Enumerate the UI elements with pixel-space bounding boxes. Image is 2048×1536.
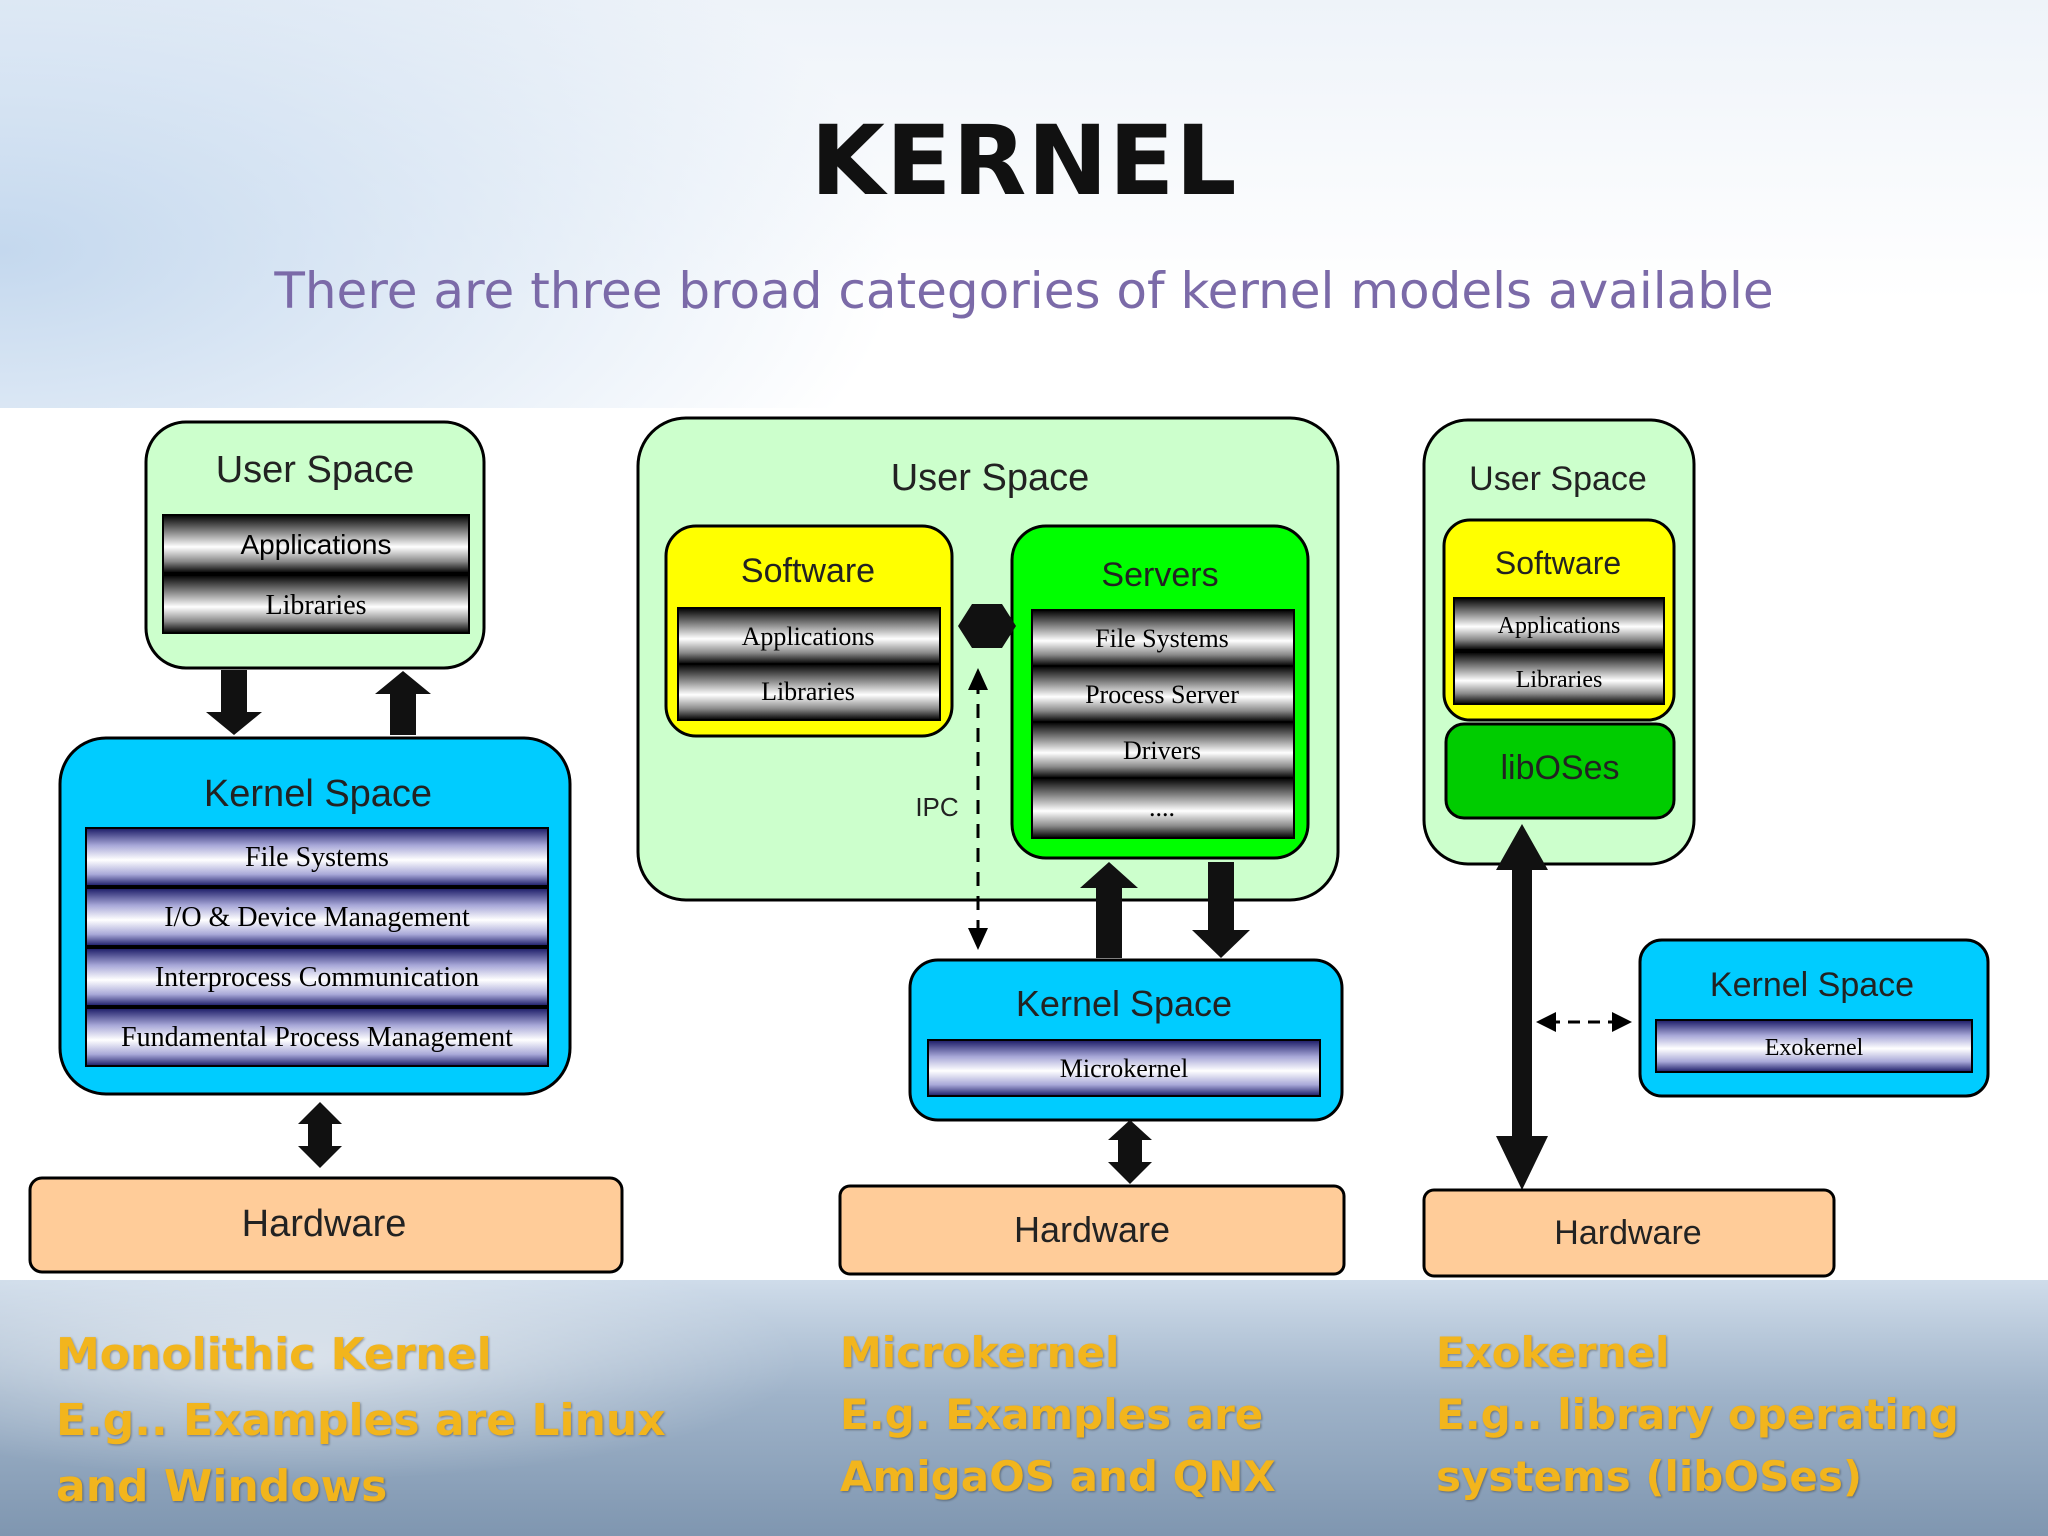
microkernel-caption-line-2: AmigaOS and QNX (840, 1452, 1276, 1501)
mono-process-mgmt-label: Fundamental Process Management (121, 1022, 513, 1053)
micro-software-label: Software (741, 552, 875, 590)
mono-process-mgmt-layer (85, 1007, 549, 1067)
exo-libraries-layer (1453, 651, 1665, 705)
micro-up-arrow (1080, 862, 1138, 958)
micro-servers-label: Servers (1101, 556, 1218, 594)
micro-microkernel-label: Microkernel (1060, 1054, 1189, 1083)
exo-libos-label: libOSes (1500, 749, 1619, 787)
exo-dashed-arrowhead-left (1536, 1012, 1556, 1032)
mono-libraries-layer (162, 574, 470, 634)
monolithic-caption: Monolithic Kernel E.g.. Examples are Lin… (56, 1322, 666, 1520)
exo-applications-layer (1453, 597, 1665, 651)
exokernel-caption-line-2: systems (libOSes) (1436, 1452, 1863, 1501)
mono-down-arrow (206, 670, 262, 735)
mono-io-label: I/O & Device Management (164, 902, 470, 933)
exokernel-caption-line-1: E.g.. library operating (1436, 1390, 1959, 1439)
micro-ipc-label: IPC (915, 792, 958, 822)
micro-more-layer (1031, 777, 1295, 839)
mono-hardware-arrow (298, 1102, 342, 1168)
mono-hardware-box (28, 1176, 624, 1274)
exo-kernel-space-label: Kernel Space (1710, 966, 1914, 1004)
micro-libraries-label: Libraries (761, 677, 855, 706)
mono-user-space-label: User Space (216, 449, 415, 491)
micro-applications-label: Applications (742, 622, 875, 651)
exo-user-space-label: User Space (1469, 460, 1647, 498)
mono-applications-label: Applications (241, 529, 392, 560)
micro-hardware-arrow (1108, 1120, 1152, 1184)
monolithic-caption-line-1: E.g.. Examples are Linux (56, 1395, 666, 1446)
micro-file-systems-label: File Systems (1095, 624, 1229, 653)
bottom-background-band (0, 1280, 2048, 1536)
micro-ipc-arrowhead-down (968, 928, 988, 950)
micro-user-space-label: User Space (891, 457, 1090, 499)
microkernel-caption: Microkernel E.g. Examples are AmigaOS an… (840, 1322, 1276, 1508)
exo-libraries-label: Libraries (1516, 667, 1603, 693)
mono-ipc-layer (85, 947, 549, 1007)
exokernel-diagram: User Space Software Applications Librari… (1422, 418, 1990, 1278)
microkernel-caption-line-1: E.g. Examples are (840, 1390, 1264, 1439)
micro-hardware-box (838, 1184, 1346, 1276)
micro-down-arrow (1192, 862, 1250, 958)
mono-libraries-label: Libraries (265, 590, 366, 621)
exo-applications-label: Applications (1498, 613, 1621, 639)
exo-software-label: Software (1495, 545, 1621, 581)
micro-more-label: .... (1149, 793, 1175, 822)
exo-dashed-arrowhead-right (1612, 1012, 1632, 1032)
microkernel-caption-title: Microkernel (840, 1328, 1120, 1377)
micro-process-server-label: Process Server (1085, 680, 1239, 709)
mono-file-systems-layer (85, 827, 549, 887)
micro-software-servers-arrow (958, 604, 1016, 648)
monolithic-caption-title: Monolithic Kernel (56, 1329, 492, 1380)
mono-hardware-label: Hardware (242, 1203, 407, 1245)
micro-libraries-layer (677, 663, 941, 721)
mono-applications-layer (162, 514, 470, 574)
micro-ipc-arrowhead-up (968, 668, 988, 690)
micro-applications-layer (677, 607, 941, 665)
mono-up-arrow (375, 671, 431, 735)
exo-libos-box (1444, 722, 1676, 820)
exo-hardware-label: Hardware (1554, 1214, 1701, 1252)
micro-kernel-space-label: Kernel Space (1016, 983, 1232, 1024)
mono-file-systems-label: File Systems (245, 842, 389, 873)
mono-ipc-label: Interprocess Communication (155, 962, 479, 993)
exokernel-caption-title: Exokernel (1436, 1328, 1670, 1377)
monolithic-diagram: User Space Applications Libraries Kernel… (28, 420, 624, 1274)
micro-file-systems-layer (1031, 609, 1295, 667)
exokernel-caption: Exokernel E.g.. library operating system… (1436, 1322, 1959, 1508)
mono-kernel-space-label: Kernel Space (204, 773, 432, 815)
micro-process-server-layer (1031, 665, 1295, 723)
monolithic-caption-line-2: and Windows (56, 1461, 388, 1512)
mono-io-layer (85, 887, 549, 947)
micro-microkernel-layer (927, 1039, 1321, 1097)
microkernel-diagram: User Space Software Applications Librari… (636, 416, 1346, 1276)
slide-title: KERNEL (810, 105, 1238, 217)
exo-hardware-box (1422, 1188, 1836, 1278)
exo-exokernel-layer (1655, 1019, 1973, 1073)
micro-hardware-label: Hardware (1014, 1209, 1170, 1250)
micro-drivers-label: Drivers (1123, 736, 1201, 765)
exo-libos-hardware-arrow (1496, 824, 1548, 1190)
slide-subtitle: There are three broad categories of kern… (274, 262, 1774, 320)
exo-exokernel-label: Exokernel (1765, 1035, 1864, 1061)
